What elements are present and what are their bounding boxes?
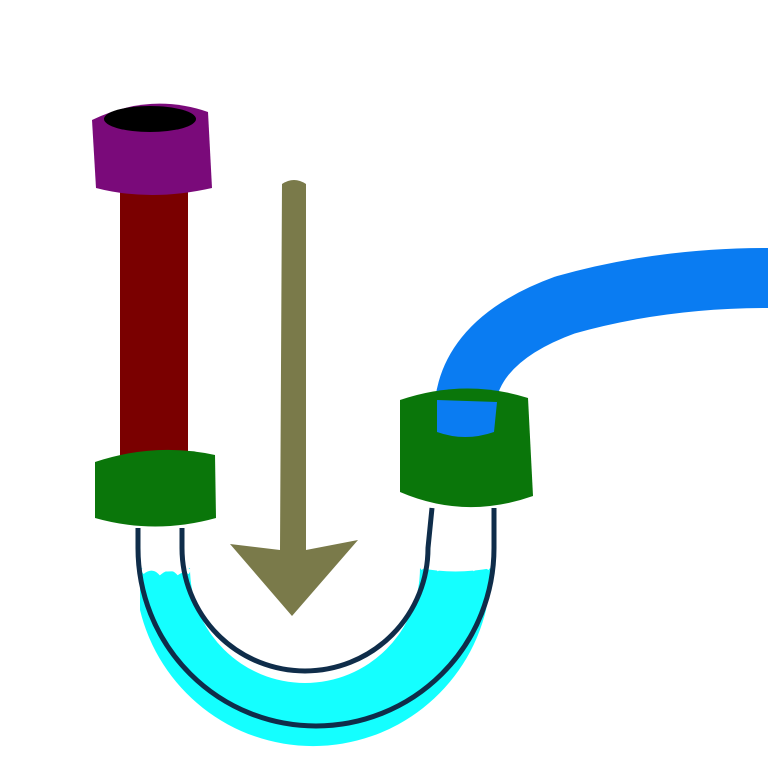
u-trap-inner xyxy=(179,507,435,674)
right-coupling xyxy=(400,388,533,508)
u-trap-outer xyxy=(135,508,497,729)
cap-opening xyxy=(104,106,196,132)
trap-foam-right xyxy=(418,561,492,572)
tailpiece-pipe xyxy=(120,190,188,475)
drain-arm-end xyxy=(437,400,497,437)
left-coupling xyxy=(95,449,216,527)
flow-arrow xyxy=(230,180,358,616)
drain-arm xyxy=(434,248,768,434)
